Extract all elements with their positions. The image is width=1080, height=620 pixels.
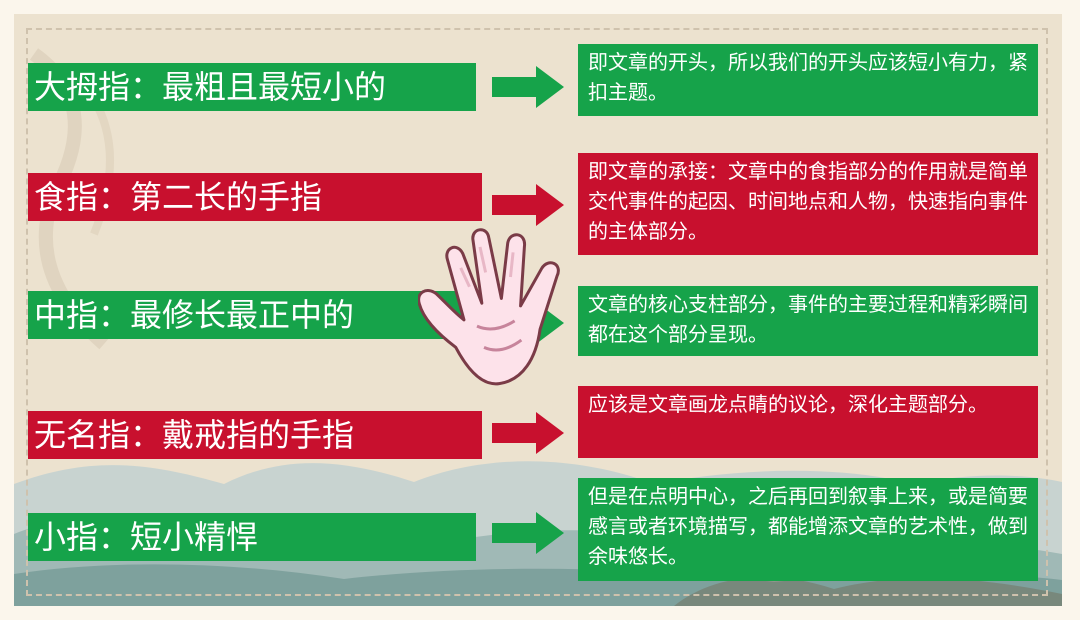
little-finger-label: 小指：短小精悍 <box>28 513 476 561</box>
right-arrow-icon <box>492 412 564 454</box>
middle-finger-label: 中指：最修长最正中的 <box>28 291 468 339</box>
right-arrow-icon <box>492 184 564 226</box>
right-arrow-icon <box>492 512 564 554</box>
index-finger-description: 即文章的承接：文章中的食指部分的作用就是简单交代事件的起因、时间地点和人物，快速… <box>578 153 1038 255</box>
middle-finger-description: 文章的核心支柱部分，事件的主要过程和精彩瞬间都在这个部分呈现。 <box>578 286 1038 356</box>
little-finger-description: 但是在点明中心，之后再回到叙事上来，或是简要感言或者环境描写，都能增添文章的艺术… <box>578 478 1038 581</box>
ring-finger-description: 应该是文章画龙点睛的议论，深化主题部分。 <box>578 386 1038 458</box>
index-finger-label: 食指：第二长的手指 <box>28 173 482 221</box>
open-hand-icon <box>418 222 594 400</box>
thumb-label: 大拇指：最粗且最短小的 <box>28 63 476 111</box>
ring-finger-label: 无名指：戴戒指的手指 <box>28 411 482 459</box>
thumb-description: 即文章的开头，所以我们的开头应该短小有力，紧扣主题。 <box>578 44 1038 116</box>
right-arrow-icon <box>492 66 564 108</box>
